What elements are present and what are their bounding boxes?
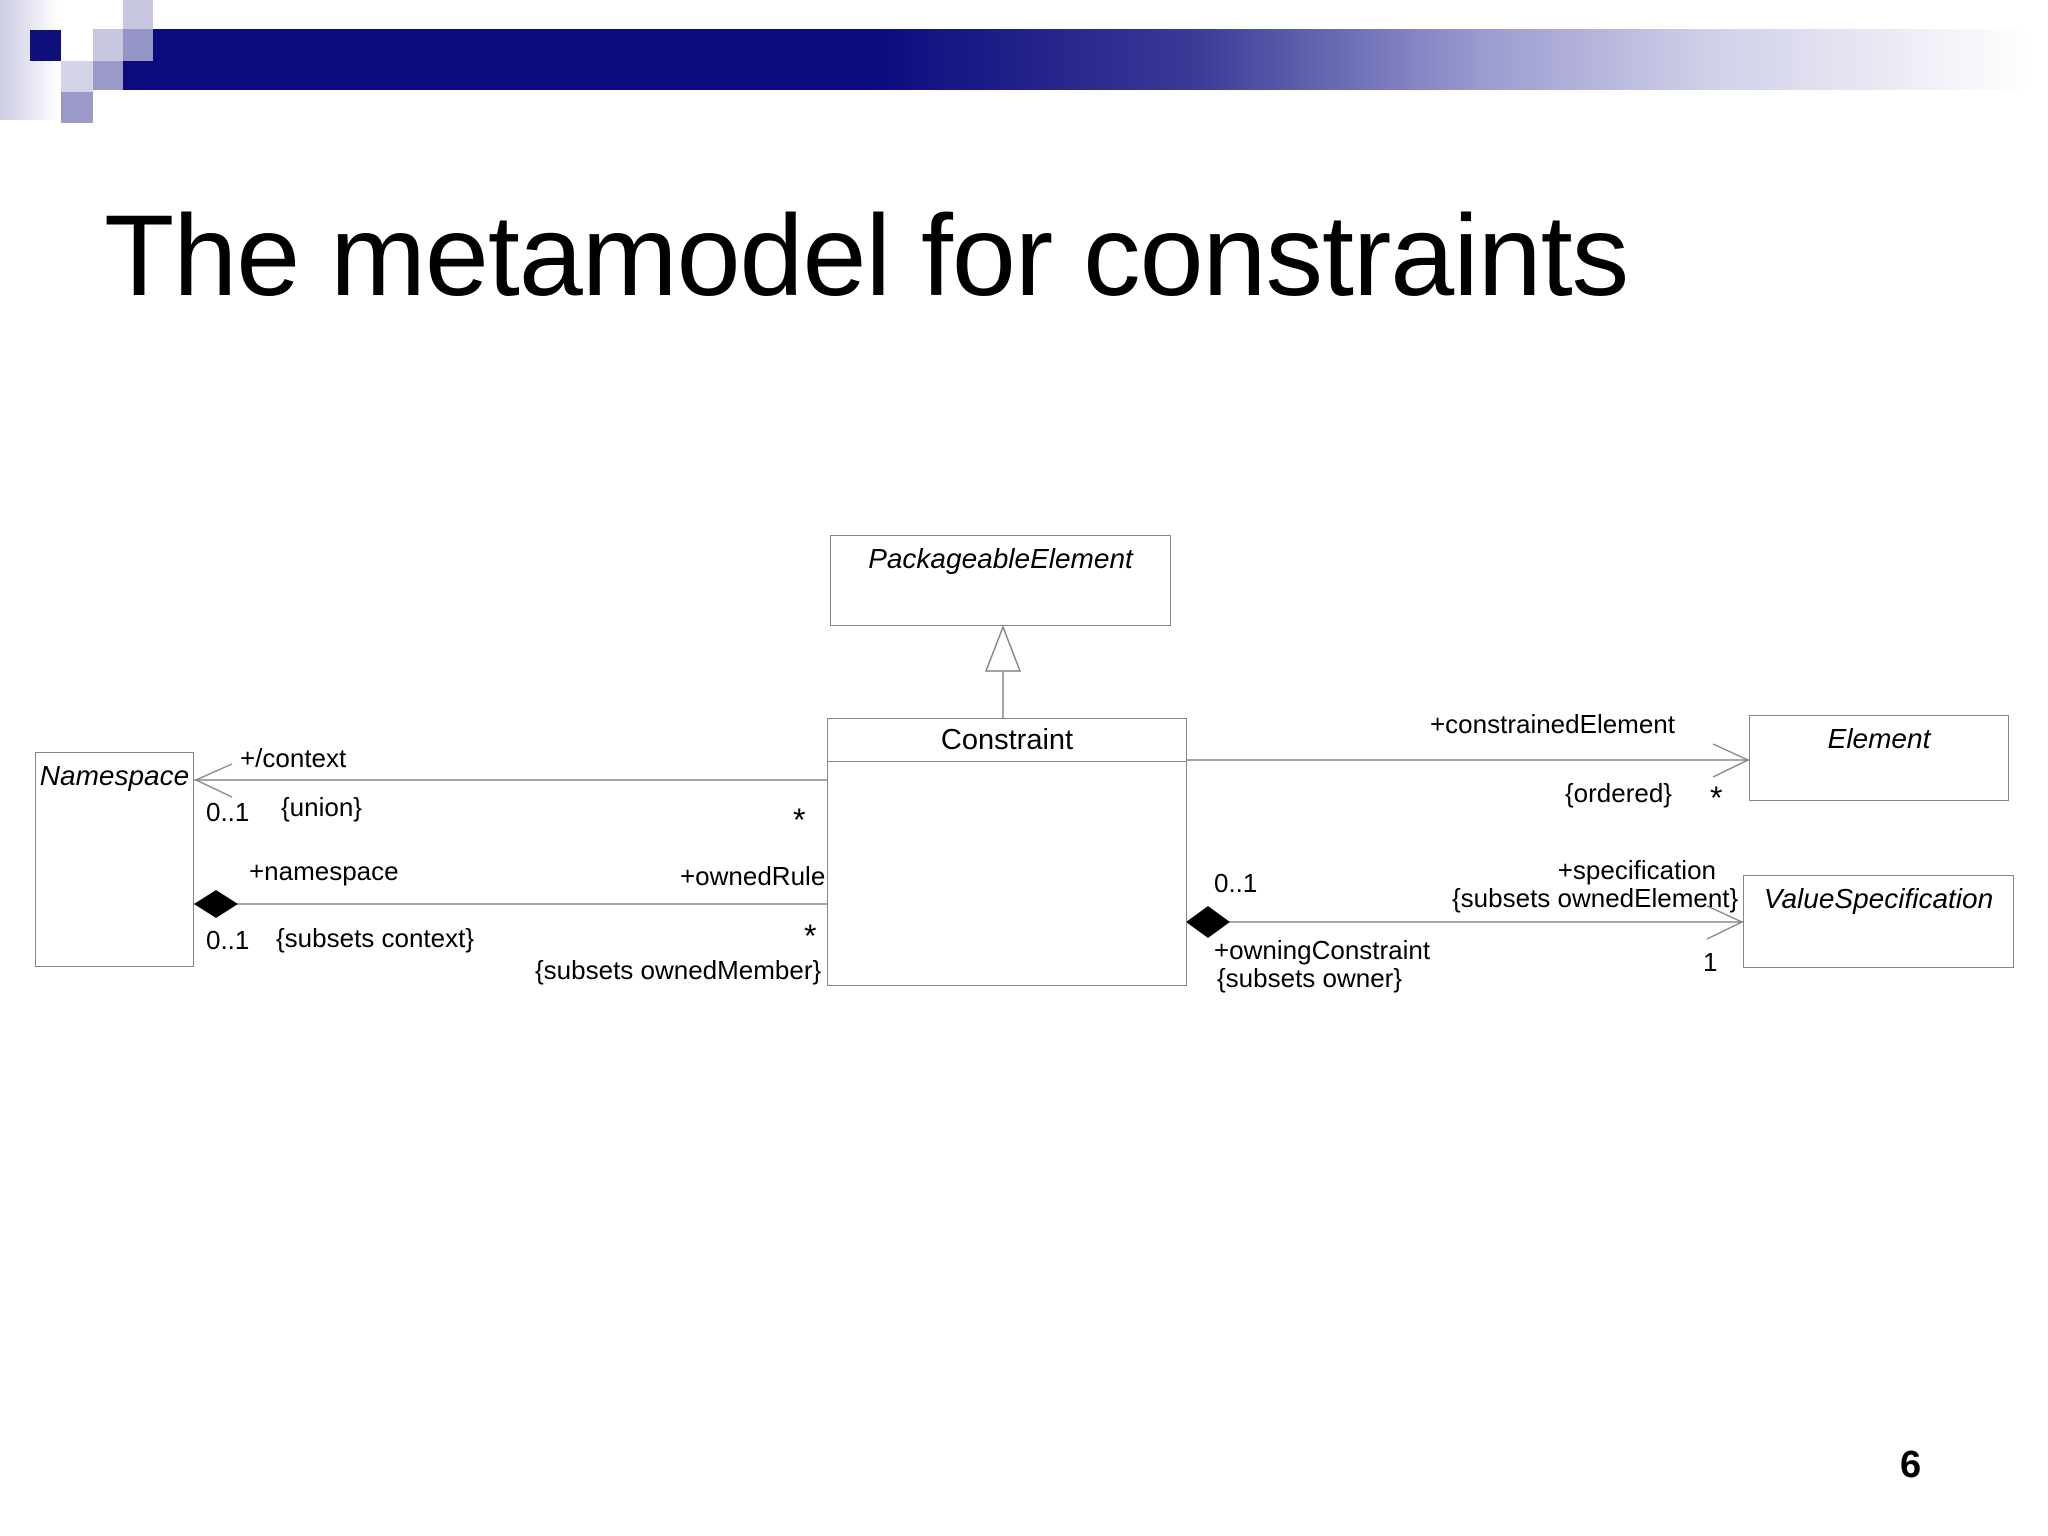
label-owned-rule-role: +ownedRule [680, 861, 826, 891]
class-name-constraint: Constraint [828, 719, 1186, 762]
constrained-element-arrowhead-icon [1712, 743, 1750, 778]
label-namespace-multiplicity: 0..1 [206, 925, 250, 955]
class-box-namespace: Namespace [35, 752, 194, 967]
class-box-packageable-element: PackageableElement [830, 535, 1171, 626]
label-specification-multiplicity: 1 [1703, 947, 1718, 977]
class-name-namespace: Namespace [39, 760, 190, 791]
class-box-constraint: Constraint [827, 718, 1187, 986]
generalization-triangle-icon [984, 624, 1022, 672]
owning-constraint-diamond-icon [1186, 906, 1230, 938]
label-constrained-element-role: +constrainedElement [1430, 709, 1675, 739]
label-context-role: +/context [240, 743, 347, 773]
deco-gradient-bar [153, 29, 2048, 90]
label-constrained-element-tag: {ordered} [1565, 778, 1672, 808]
class-name-packageable-element: PackageableElement [868, 543, 1133, 574]
page-number: 6 [1900, 1444, 1922, 1486]
namespace-diamond-icon [194, 890, 238, 918]
deco-square-light [61, 61, 93, 92]
class-box-value-specification: ValueSpecification [1743, 875, 2014, 968]
label-context-far-multiplicity: * [793, 802, 806, 838]
class-name-value-specification: ValueSpecification [1763, 883, 1994, 914]
deco-square-medium [123, 29, 153, 61]
specification-arrowhead-icon [1706, 905, 1744, 940]
deco-square-medium [93, 61, 123, 90]
deco-square-dark [30, 30, 61, 61]
deco-square-medium [61, 92, 93, 123]
page-title: The metamodel for constraints [104, 192, 1629, 320]
label-specification-role: +specification [1557, 855, 1716, 885]
label-owned-rule-tag: {subsets ownedMember} [535, 955, 822, 985]
deco-bar-extension [123, 61, 153, 90]
label-owning-constraint-tag: {subsets owner} [1217, 963, 1403, 993]
label-owning-constraint-multiplicity: 0..1 [1214, 868, 1258, 898]
label-namespace-role: +namespace [249, 856, 399, 886]
label-owning-constraint-role: +owningConstraint [1214, 935, 1431, 965]
label-specification-tag: {subsets ownedElement} [1452, 883, 1739, 913]
label-context-multiplicity: 0..1 [206, 797, 250, 827]
class-box-element: Element [1749, 715, 2009, 801]
deco-square-light [123, 0, 153, 29]
label-owned-rule-multiplicity: * [804, 918, 817, 954]
label-context-tag: {union} [281, 792, 362, 822]
class-name-element: Element [1827, 723, 1931, 754]
deco-square-light [93, 29, 123, 61]
context-arrowhead-icon [194, 763, 233, 798]
label-constrained-element-multiplicity: * [1710, 780, 1723, 816]
label-namespace-tag: {subsets context} [276, 923, 475, 953]
